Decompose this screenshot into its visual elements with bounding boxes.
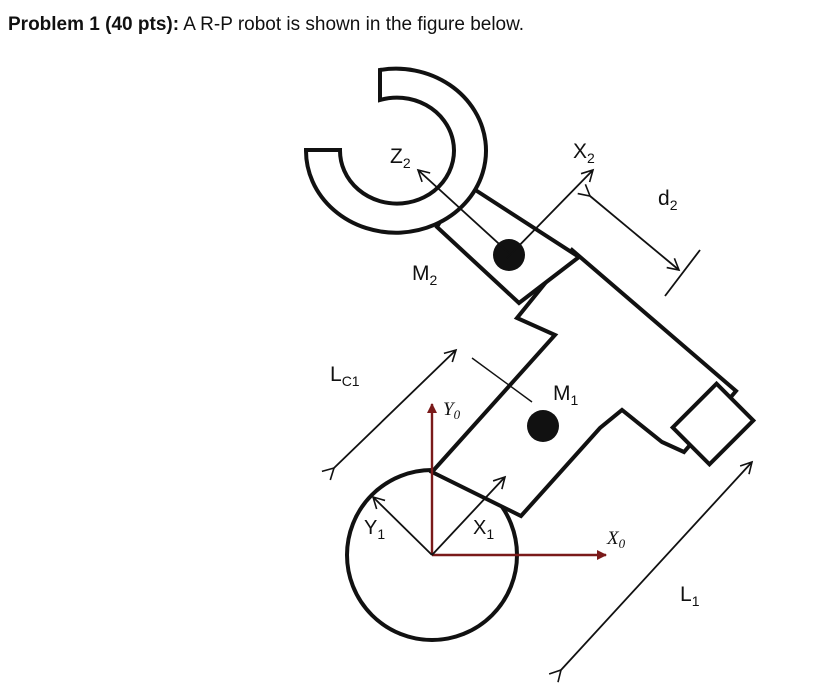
- d2-dimension-arrow: [577, 184, 681, 272]
- z2-axis-arrow: [416, 168, 510, 254]
- x1-label: X1: [473, 517, 494, 542]
- y1-label: Y1: [364, 517, 385, 542]
- problem-number: Problem 1 (40 pts):: [8, 14, 180, 35]
- d2-label: d2: [658, 187, 678, 213]
- l1-dimension-arrow: [548, 460, 754, 683]
- x1-axis-arrow: [431, 475, 507, 556]
- m1-label: M1: [553, 382, 579, 408]
- z2-label: Z2: [390, 145, 411, 171]
- y1-axis-arrow: [371, 495, 433, 556]
- problem-heading: Problem 1 (40 pts): A R-P robot is shown…: [8, 14, 524, 36]
- lc1-dimension-arrow: [321, 348, 458, 481]
- lc1-dimension-tick: [471, 357, 533, 403]
- l1-label: L1: [680, 583, 700, 609]
- mass-m1-dot: [527, 410, 559, 442]
- x2-label: X2: [573, 140, 595, 166]
- lc1-label: LC1: [330, 363, 360, 389]
- m2-label: M2: [412, 262, 438, 288]
- y0-label: Y0: [443, 399, 461, 422]
- x0-label: X0: [606, 528, 626, 551]
- d2-dimension-tick: [664, 249, 701, 297]
- link-1-end-block: [669, 380, 757, 468]
- link-1-body: [428, 247, 739, 519]
- problem-statement: A R-P robot is shown in the figure below…: [179, 14, 525, 35]
